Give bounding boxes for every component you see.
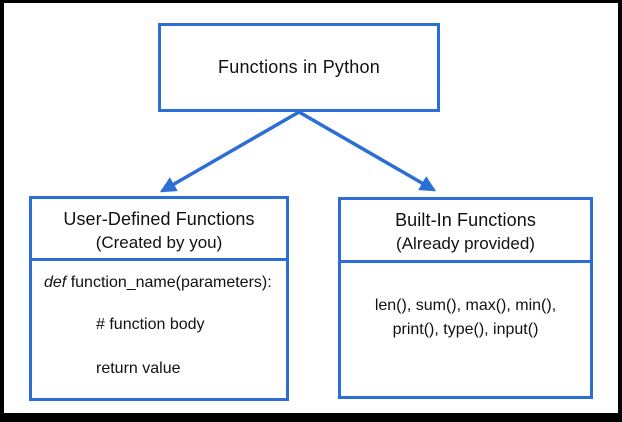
built-in-header: Built-In Functions (Already provided) [341,200,590,263]
code-line-return: return value [96,360,181,377]
code-keyword-def: def [44,274,67,291]
diagram-canvas: Functions in Python User-Defined Functio… [4,3,618,413]
user-defined-body: def function_name(parameters): # functio… [32,273,286,379]
node-built-in-functions: Built-In Functions (Already provided) le… [338,197,593,399]
built-in-body: len(), sum(), max(), min(), print(), typ… [341,263,590,342]
code-signature: function_name(parameters): [66,274,272,291]
user-defined-subtitle: (Created by you) [95,233,223,252]
arrow-to-built-in [298,110,437,192]
built-in-title: Built-In Functions [395,210,536,230]
built-in-subtitle: (Already provided) [396,234,535,253]
built-in-examples-line2: print(), type(), input() [392,321,539,338]
code-line-comment: # function body [96,316,205,333]
user-defined-header: User-Defined Functions (Created by you) [32,199,286,261]
code-line-signature: def function_name(parameters): [32,273,286,293]
root-node-title: Functions in Python [218,57,380,77]
built-in-examples-line1: len(), sum(), max(), min(), [374,297,557,314]
node-functions-in-python: Functions in Python [158,23,440,112]
arrow-to-user-defined [159,110,300,193]
user-defined-title: User-Defined Functions [63,209,255,229]
node-user-defined-functions: User-Defined Functions (Created by you) … [29,196,289,401]
